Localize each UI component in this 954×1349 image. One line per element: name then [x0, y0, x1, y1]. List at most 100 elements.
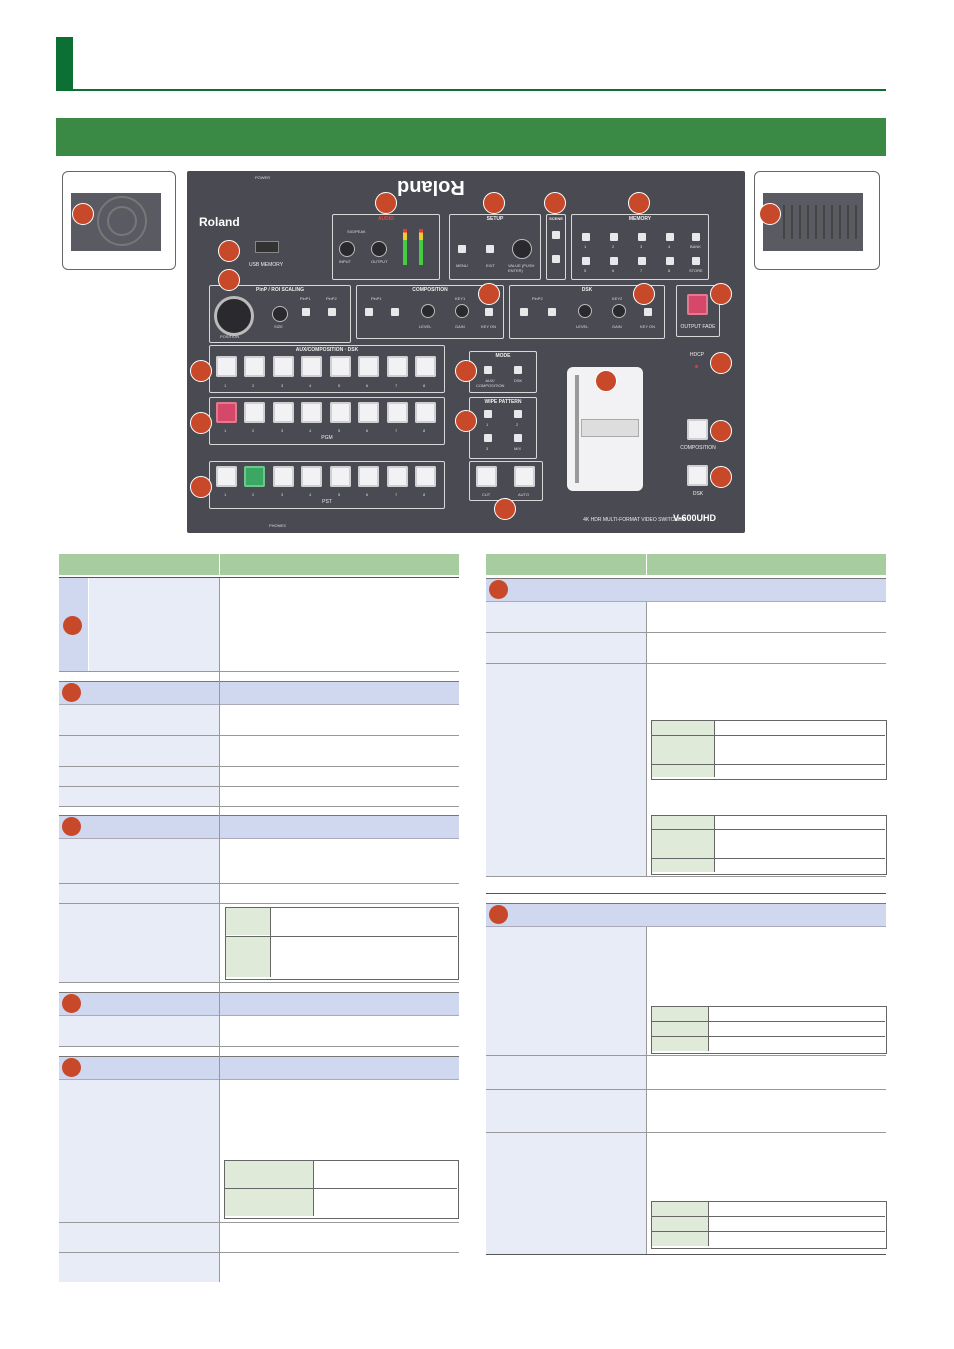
- callout-number: [544, 192, 566, 214]
- menu-button[interactable]: [458, 245, 466, 253]
- mode-aux-composition-button[interactable]: [484, 366, 492, 374]
- memory-button[interactable]: [666, 257, 674, 265]
- pst-button-3[interactable]: [273, 466, 294, 487]
- wipe-1-button[interactable]: [484, 410, 492, 418]
- wipe-2-button[interactable]: [514, 410, 522, 418]
- memory-button[interactable]: [610, 257, 618, 265]
- pinp2-button[interactable]: [328, 308, 336, 316]
- composition-pinp2-button[interactable]: [391, 308, 399, 316]
- callout-number: [710, 352, 732, 374]
- aux-button-1[interactable]: [216, 356, 237, 377]
- aux-button-4[interactable]: [301, 356, 322, 377]
- aux-button-2[interactable]: [244, 356, 265, 377]
- exit-button[interactable]: [486, 245, 494, 253]
- pgm-button-6[interactable]: [358, 402, 379, 423]
- pgm-button-8[interactable]: [415, 402, 436, 423]
- row-number-badge: [63, 616, 82, 635]
- store-button[interactable]: [692, 257, 700, 265]
- position-joystick[interactable]: [214, 296, 254, 336]
- audio-input-knob[interactable]: [339, 241, 355, 257]
- pst-button-4[interactable]: [301, 466, 322, 487]
- callout-number: [595, 370, 617, 392]
- scene-section: SCENE: [546, 214, 566, 280]
- dsk-gain-knob[interactable]: [612, 304, 626, 318]
- usb-port: [255, 241, 279, 253]
- model-name: V-600UHD: [673, 513, 717, 523]
- aux-button-5[interactable]: [330, 356, 351, 377]
- composition-key-on-button[interactable]: [485, 308, 493, 316]
- mode-dsk-button[interactable]: [514, 366, 522, 374]
- dsk-pinp2-button[interactable]: [548, 308, 556, 316]
- right-callout: [754, 171, 880, 270]
- level-meter: [419, 229, 423, 265]
- scene-2-button[interactable]: [552, 255, 560, 263]
- pgm-button-5[interactable]: [330, 402, 351, 423]
- memory-section: MEMORY 1 2 3 4 BANK 5 6 7 8 STORE: [571, 214, 709, 280]
- composition-level-knob[interactable]: [421, 304, 435, 318]
- value-knob[interactable]: [512, 239, 532, 259]
- composition-gain-knob[interactable]: [455, 304, 469, 318]
- table-group-header: [59, 815, 459, 839]
- row-number-badge: [489, 905, 508, 924]
- callout-number: [218, 240, 240, 262]
- pst-button-1[interactable]: [216, 466, 237, 487]
- pst-button-7[interactable]: [387, 466, 408, 487]
- mode-section: MODE AUX/ COMPOSITION DSK: [469, 351, 537, 393]
- pst-button-8[interactable]: [415, 466, 436, 487]
- memory-button[interactable]: [582, 233, 590, 241]
- callout-number: [494, 498, 516, 520]
- row-number-badge: [489, 580, 508, 599]
- callout-number: [455, 360, 477, 382]
- table-group-header: [59, 1056, 459, 1080]
- aux-button-8[interactable]: [415, 356, 436, 377]
- aux-button-3[interactable]: [273, 356, 294, 377]
- auto-button[interactable]: [514, 466, 535, 487]
- left-callout: [62, 171, 176, 270]
- scene-1-button[interactable]: [552, 231, 560, 239]
- title-block: [56, 37, 73, 90]
- cut-button[interactable]: [476, 466, 497, 487]
- pst-row: 1 2 3 4 5 6 7 8 PST: [209, 461, 445, 509]
- title-rule: [56, 89, 886, 91]
- row-number-badge: [62, 994, 81, 1013]
- dsk-button[interactable]: [687, 465, 708, 486]
- bank-button[interactable]: [692, 233, 700, 241]
- pst-button-6[interactable]: [358, 466, 379, 487]
- row-number-badge: [62, 1058, 81, 1077]
- pgm-button-2[interactable]: [244, 402, 265, 423]
- pgm-button-3[interactable]: [273, 402, 294, 423]
- wipe-mix-button[interactable]: [514, 434, 522, 442]
- callout-number: [483, 192, 505, 214]
- callout-number: [455, 410, 477, 432]
- aux-button-6[interactable]: [358, 356, 379, 377]
- dsk-key-on-button[interactable]: [644, 308, 652, 316]
- row-number-badge: [62, 817, 81, 836]
- left-table-header: [59, 554, 459, 575]
- memory-button[interactable]: [582, 257, 590, 265]
- callout-number: [478, 283, 500, 305]
- memory-button[interactable]: [638, 257, 646, 265]
- memory-button[interactable]: [610, 233, 618, 241]
- pgm-button-1[interactable]: [216, 402, 237, 423]
- output-fade-button[interactable]: [687, 294, 708, 315]
- callout-number: [759, 203, 781, 225]
- audio-output-knob[interactable]: [371, 241, 387, 257]
- table-group-header: [59, 992, 459, 1016]
- composition-button[interactable]: [687, 419, 708, 440]
- wipe-pattern-section: WIPE PATTERN 1 2 3 MIX: [469, 397, 537, 459]
- pst-button-2[interactable]: [244, 466, 265, 487]
- dsk-level-knob[interactable]: [578, 304, 592, 318]
- size-knob[interactable]: [272, 306, 288, 322]
- memory-button[interactable]: [666, 233, 674, 241]
- aux-button-7[interactable]: [387, 356, 408, 377]
- pgm-button-4[interactable]: [301, 402, 322, 423]
- dsk-section: DSK PinP2 KEY2 LEVEL GAIN KEY ON: [509, 285, 665, 339]
- memory-button[interactable]: [638, 233, 646, 241]
- dsk-pinp1-button[interactable]: [520, 308, 528, 316]
- pst-button-5[interactable]: [330, 466, 351, 487]
- section-bar: [56, 118, 886, 156]
- wipe-3-button[interactable]: [484, 434, 492, 442]
- pinp1-button[interactable]: [302, 308, 310, 316]
- composition-pinp1-button[interactable]: [365, 308, 373, 316]
- pgm-button-7[interactable]: [387, 402, 408, 423]
